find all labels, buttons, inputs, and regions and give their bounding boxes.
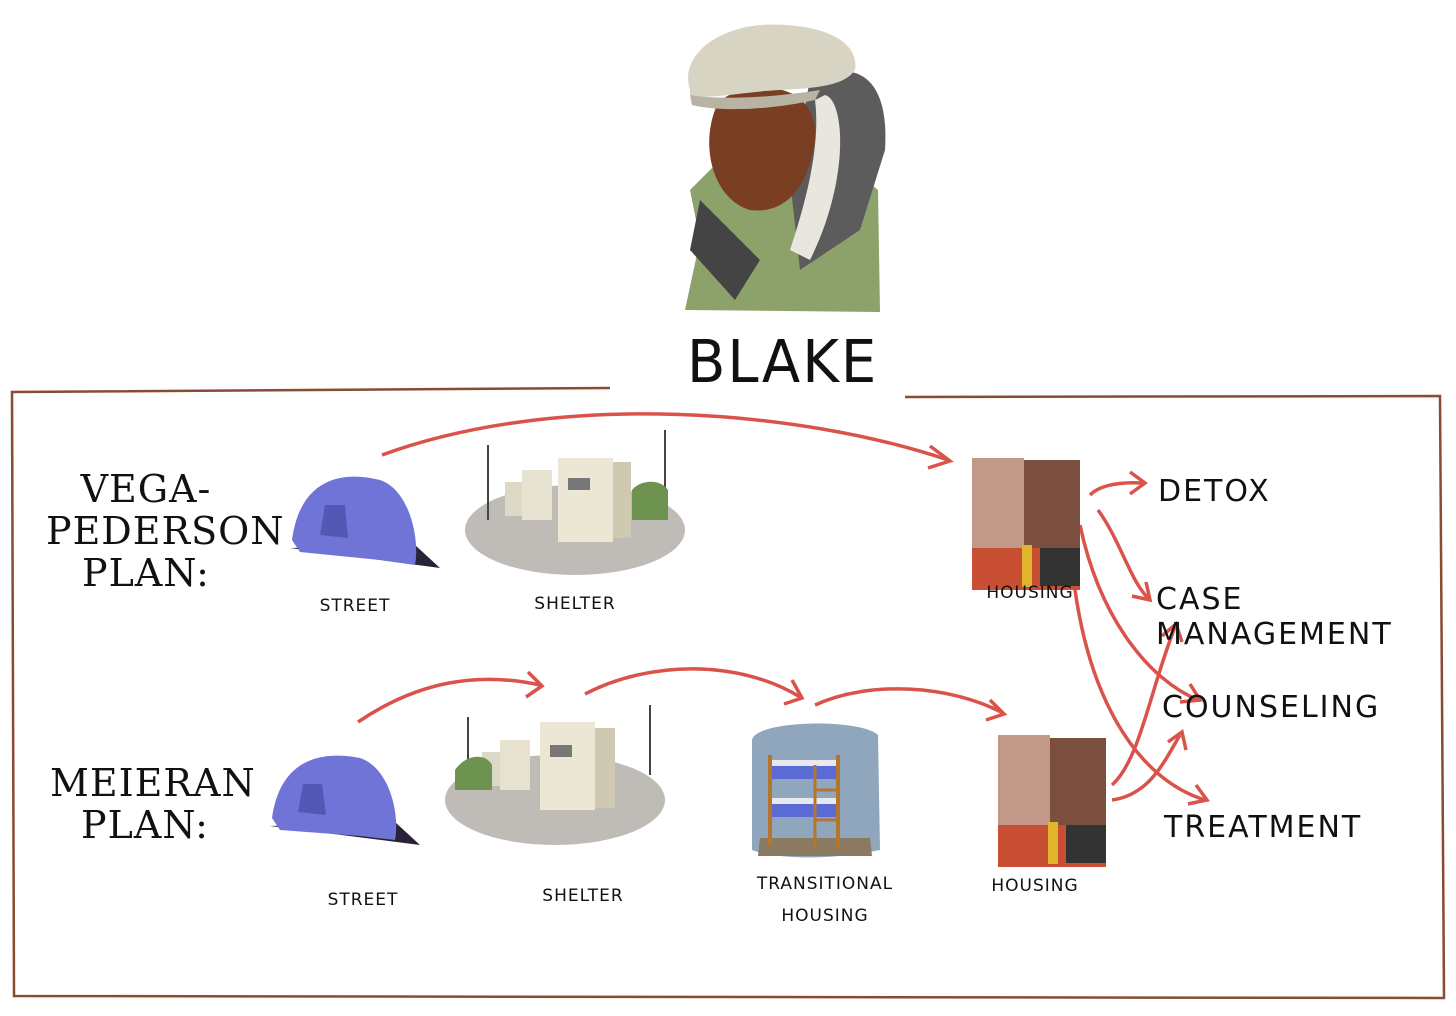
arrow-vp-detox xyxy=(1088,481,1144,497)
arrow-m-transitional-housing xyxy=(814,687,1004,715)
arrowhead-m-counseling xyxy=(1166,729,1188,751)
housing-image-vp xyxy=(972,458,1080,590)
shelter-image-m xyxy=(445,705,665,845)
arrowhead-m-shelter xyxy=(525,670,545,699)
arrow-vp-street-housing xyxy=(381,412,949,462)
arrow-m-shelter-transitional xyxy=(584,667,801,699)
caption-m-shelter: SHELTER xyxy=(542,886,624,906)
service-treatment: TREATMENT xyxy=(1164,810,1363,845)
caption-vp-housing: HOUSING xyxy=(986,583,1074,603)
arrow-vp-treatment xyxy=(1068,539,1206,802)
arrowhead-vp-detox xyxy=(1128,470,1148,496)
arrow-m-counseling xyxy=(1111,734,1182,802)
caption-m-transitional-line2: HOUSING xyxy=(781,906,869,926)
arrow-m-case xyxy=(1110,626,1177,787)
plan-label-line: PEDERSON xyxy=(46,509,285,553)
service-counseling: COUNSELING xyxy=(1162,690,1381,725)
plan-label-line: PLAN: xyxy=(82,551,210,595)
blake-portrait xyxy=(685,24,886,312)
shelter-image-vp xyxy=(465,430,685,575)
arrowhead-vp-counseling xyxy=(1179,683,1203,704)
tent-image-vp xyxy=(290,476,440,568)
arrow-vp-case xyxy=(1096,508,1150,600)
arrowhead-vp-housing xyxy=(927,444,954,470)
arrowhead-m-case xyxy=(1160,620,1184,643)
arrowhead-vp-case xyxy=(1131,581,1153,603)
arrowhead-m-transitional xyxy=(783,679,805,706)
caption-vp-shelter: SHELTER xyxy=(534,594,616,614)
service-detox: DETOX xyxy=(1158,474,1271,509)
caption-m-transitional: TRANSITIONAL xyxy=(756,874,894,894)
frame-border xyxy=(10,386,1446,1000)
caption-m-street: STREET xyxy=(327,890,399,910)
housing-image-m xyxy=(998,735,1106,867)
arrowhead-vp-treatment xyxy=(1187,783,1211,806)
plan-label-line: PLAN: xyxy=(81,803,209,847)
service-case-management: CASE MANAGEMENT xyxy=(1156,582,1393,652)
plan-label-line: MEIERAN xyxy=(50,761,256,805)
arrow-m-street-shelter xyxy=(357,677,541,724)
tent-image-m xyxy=(270,755,420,845)
arrow-vp-counseling xyxy=(1078,524,1199,702)
transitional-housing-image-m xyxy=(752,723,880,858)
arrowhead-m-housing xyxy=(985,698,1008,722)
plan-label-line: VEGA- xyxy=(80,467,212,511)
caption-vp-street: STREET xyxy=(319,596,391,616)
diagram-title: BLAKE xyxy=(687,328,879,397)
plan-label-meieran: MEIERAN PLAN: xyxy=(50,761,256,847)
plan-label-vega-pederson: VEGA- PEDERSON PLAN: xyxy=(46,467,285,595)
caption-m-housing: HOUSING xyxy=(991,876,1079,896)
